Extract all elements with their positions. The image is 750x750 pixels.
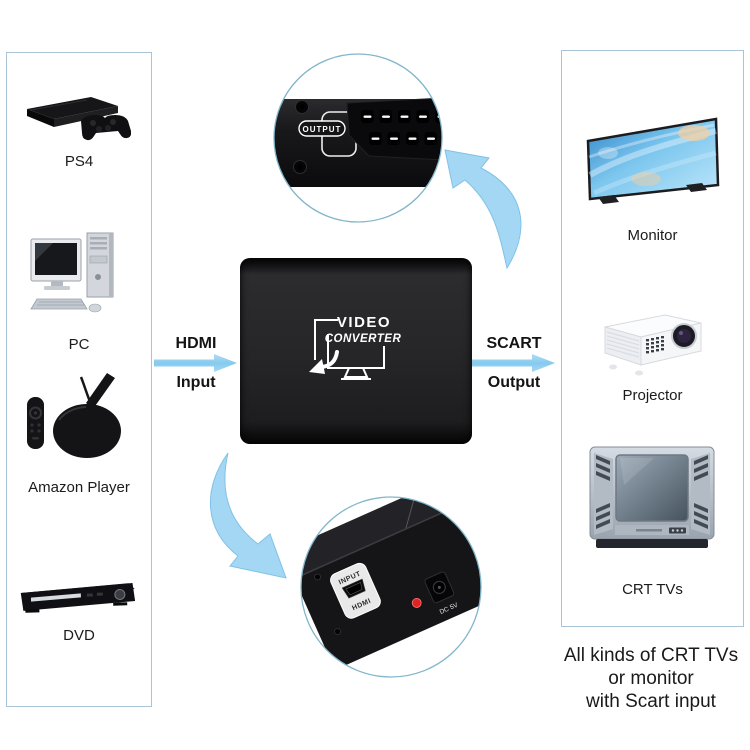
logo-monitor-stand <box>343 367 369 378</box>
hdmi-input-link: HDMI Input <box>152 335 240 391</box>
flat-tv-icon <box>586 117 720 204</box>
logo-arrow-head <box>309 359 325 374</box>
dvd-player-icon <box>20 583 136 613</box>
logo-text-converter: CONVERTER <box>325 333 402 345</box>
crt-tv-icon <box>589 446 715 548</box>
logo-bracket-line <box>314 319 338 360</box>
caption: All kinds of CRT TVs or monitor with Sca… <box>551 644 750 713</box>
device-label: CRT TVs <box>622 581 683 598</box>
converter-logo: VIDEO CONVERTER <box>309 314 402 380</box>
device-label: DVD <box>63 627 95 644</box>
source-devices-panel: PS4 PC <box>6 52 152 707</box>
curved-arrow-to-scart-closeup <box>444 149 522 270</box>
scart-output-label-bottom: Output <box>487 374 541 391</box>
desktop-pc-icon <box>30 232 114 313</box>
converter-device: VIDEO CONVERTER <box>240 258 472 444</box>
scart-port-closeup: OUTPUT <box>273 53 443 223</box>
amazon-player-icon <box>27 373 121 458</box>
power-led <box>411 598 422 608</box>
device-label: PS4 <box>64 153 94 170</box>
device-label: Amazon Player <box>28 479 130 496</box>
hdmi-input-label-top: HDMI <box>175 335 217 352</box>
scart-output-link: SCART Output <box>470 335 558 391</box>
caption-line-1: All kinds of CRT TVs <box>563 645 739 666</box>
scart-output-label-top: SCART <box>486 335 542 352</box>
scart-pin-slots <box>361 110 442 145</box>
hdmi-input-arrow <box>154 354 237 372</box>
caption-line-3: with Scart input <box>586 691 716 712</box>
hdmi-port-closeup: INPUT HDMI DC 5V <box>300 496 482 678</box>
caption-line-2: or monitor <box>608 668 694 689</box>
device-label: Projector <box>622 387 683 404</box>
hdmi-input-label-bottom: Input <box>176 374 216 391</box>
device-label: PC <box>68 336 90 353</box>
output-port-label: OUTPUT <box>303 125 342 134</box>
device-label: Monitor <box>627 227 678 244</box>
logo-text-video: VIDEO <box>337 314 391 331</box>
scart-closeup-art: OUTPUT <box>273 53 443 223</box>
curved-arrow-to-hdmi-closeup <box>210 452 287 579</box>
output-port-pill <box>298 120 346 137</box>
scart-output-arrow <box>472 354 555 372</box>
hdmi-closeup-art: INPUT HDMI DC 5V <box>300 496 482 678</box>
output-devices-panel: Monitor Projector <box>561 50 744 627</box>
projector-icon <box>604 314 702 376</box>
ps4-console-icon <box>27 97 131 141</box>
